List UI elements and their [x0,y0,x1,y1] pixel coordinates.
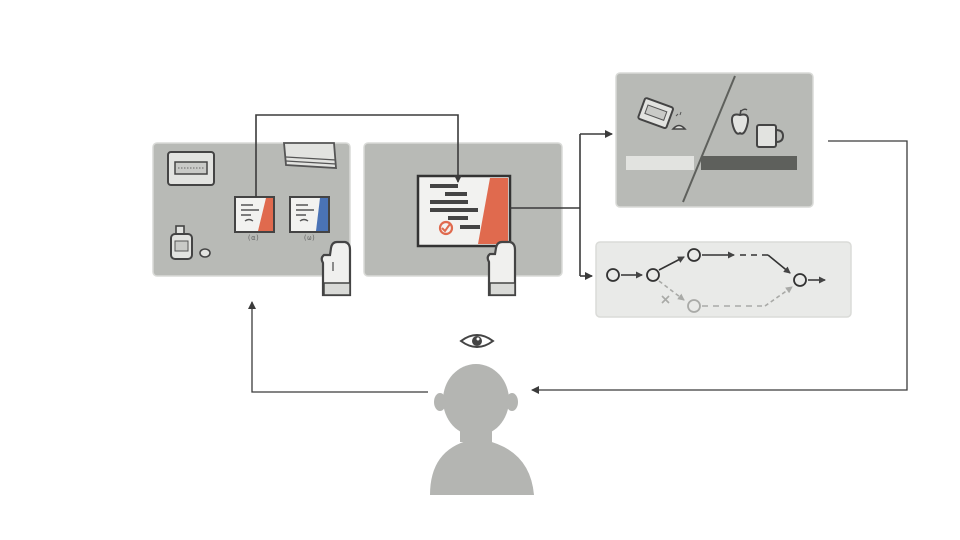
arrow-person-to-task [248,301,428,393]
person-icon [430,364,534,495]
paper-stack-icon [283,142,337,169]
hand-icon [320,240,352,297]
middle-panel [363,142,563,297]
flow-node [646,268,660,282]
apple-icon [730,108,750,135]
card-reader-icon [637,97,687,130]
checklist-card-icon [416,174,512,248]
reject-mark-icon [661,295,670,304]
card-omega: (ω) [289,196,330,242]
bottle-icon [170,225,193,260]
flow-node [687,299,701,313]
card-omega-label: (ω) [303,234,316,242]
state-flow-graph [606,248,826,313]
eye-icon [459,334,495,348]
hand-icon [486,240,517,297]
left-panel: (α) (ω) [152,142,352,297]
flow-node [793,273,807,287]
card-alpha-label: (α) [247,234,260,242]
pill-icon [199,248,211,258]
arrow-card-to-review [255,114,462,197]
flow-node [687,248,701,262]
right-top-panel [615,72,814,208]
scanner-icon [167,151,215,186]
flow-node [606,268,620,282]
card-alpha: (α) [234,196,275,242]
mug-icon [756,124,785,148]
arrow-feedback-to-person [531,140,908,394]
right-bottom-panel [595,241,852,318]
